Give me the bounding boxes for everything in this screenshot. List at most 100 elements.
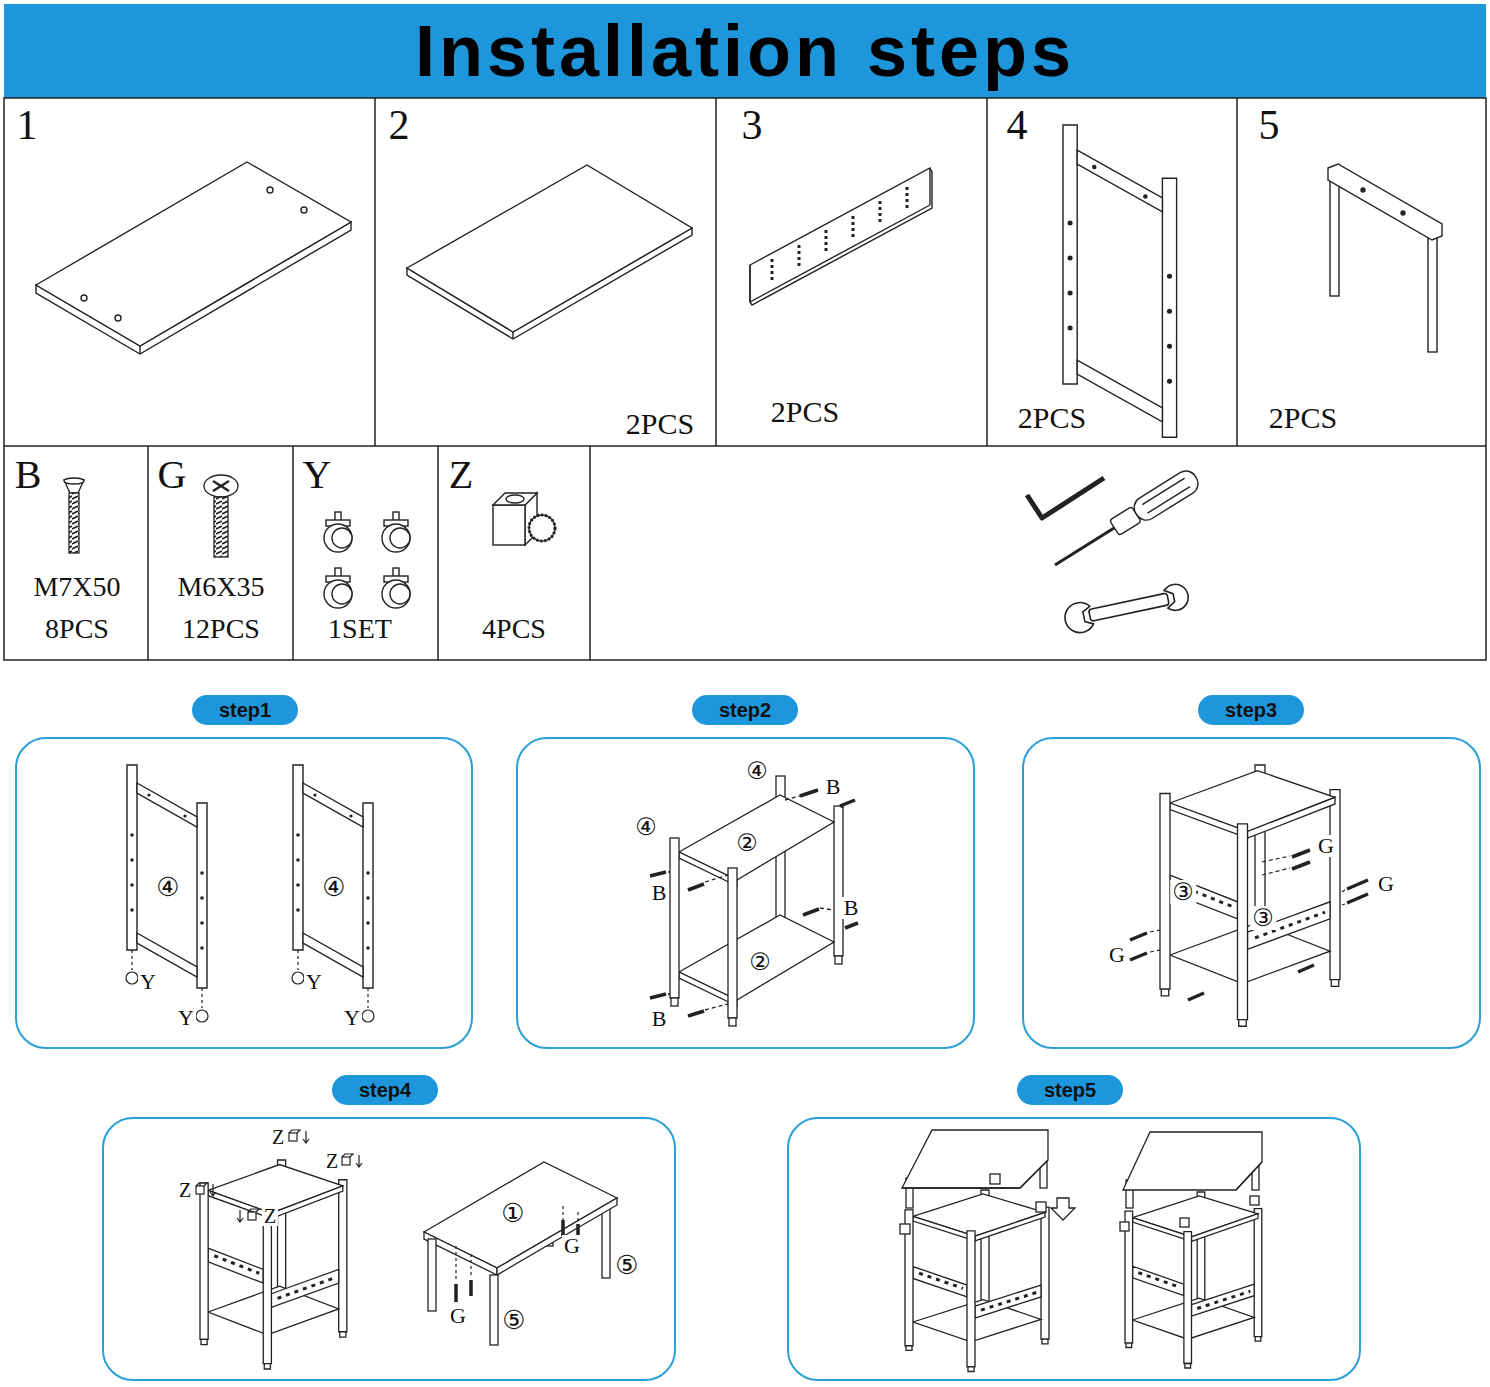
step3-drawing: [1130, 850, 1368, 1000]
step-label: step1: [219, 700, 271, 720]
step5-drawing: [1125, 1192, 1262, 1368]
step2-drawing: [820, 908, 834, 910]
parts-table: [292, 446, 294, 660]
callout-number: ④: [633, 815, 659, 839]
step1-drawing: [127, 765, 207, 988]
step4-drawing: [562, 1206, 563, 1220]
hardware-callout: Y: [342, 1007, 362, 1029]
callout-number: ③: [1250, 906, 1276, 930]
step4-drawing: [237, 1210, 243, 1222]
connector-symbol: [493, 493, 537, 505]
step-label: step3: [1225, 700, 1277, 720]
step1-drawing: [297, 950, 298, 970]
step4-drawing: [428, 1239, 436, 1311]
leg-frame: [1328, 164, 1442, 352]
side-rail: [772, 187, 907, 283]
step4-drawing: [356, 1155, 362, 1167]
step1-drawing: [292, 972, 304, 984]
hardware-callout: G: [1107, 944, 1127, 966]
side-rail: [798, 245, 801, 269]
step4-drawing: [424, 1162, 617, 1345]
caster-symbol: [390, 528, 410, 548]
callout-number: ④: [154, 875, 181, 901]
part-number: 2: [387, 104, 412, 146]
screw-symbol: [213, 481, 229, 491]
step4-drawing: [248, 1212, 256, 1220]
side-rail: [929, 168, 930, 205]
bolt-symbol: [64, 478, 84, 553]
parts-table: [4, 98, 1486, 660]
part-number: 4: [1005, 104, 1030, 146]
quantity: 12PCS: [180, 615, 262, 643]
step4-drawing: [289, 1130, 300, 1133]
step-badge: step3: [1198, 695, 1304, 725]
step4-drawing: [469, 1280, 473, 1296]
step5-drawing: [902, 1187, 1020, 1188]
side-frame: [1063, 125, 1177, 437]
step-badge: step1: [192, 695, 298, 725]
hardware-callout: Z: [270, 1127, 286, 1147]
leg-frame: [1428, 234, 1437, 352]
step-panel: [788, 1118, 1360, 1380]
step2-drawing: [728, 868, 737, 1018]
step4-drawing: [289, 1133, 297, 1141]
callout-number: ②: [734, 831, 760, 855]
hardware-callout: G: [562, 1235, 582, 1257]
parts-table: [986, 98, 988, 446]
leg-frame: [1401, 211, 1405, 215]
connector-symbol: [529, 515, 555, 541]
step3-drawing: [1292, 862, 1310, 869]
step3-drawing: [1130, 765, 1368, 1026]
step5-drawing: [1123, 1132, 1262, 1190]
step2-drawing: [845, 923, 858, 928]
step5-drawing: [902, 1130, 1048, 1188]
step5-drawing: [1020, 1160, 1048, 1188]
step4-drawing: [454, 1284, 458, 1302]
screwdriver: [1142, 478, 1184, 504]
step2-drawing: [668, 993, 670, 994]
step1-drawing: [201, 988, 202, 1008]
step4-drawing: [497, 1198, 617, 1275]
side-rail: [750, 168, 932, 305]
part-number: 3: [740, 104, 765, 146]
step3-drawing: [1130, 953, 1147, 960]
shelf-board: [407, 165, 692, 339]
step3-drawing: [1150, 930, 1160, 932]
step2-drawing: [650, 790, 858, 1016]
hardware-callout: B: [824, 776, 843, 798]
hardware-callout: B: [842, 897, 861, 919]
hardware-callout: Y: [138, 971, 158, 993]
step2-drawing: [785, 796, 800, 800]
step2-drawing: [834, 806, 843, 956]
caster-symbol: [324, 524, 352, 552]
step5-drawing: [1120, 1132, 1262, 1231]
step3-drawing: [1292, 850, 1310, 857]
side-rail: [825, 230, 828, 254]
step-label: step4: [359, 1080, 411, 1100]
side-rail: [852, 216, 855, 240]
step3-drawing: [1188, 993, 1204, 1000]
quantity: 2PCS: [1016, 403, 1088, 433]
step-panel: [517, 738, 974, 1048]
step3-drawing: [1342, 890, 1345, 892]
screwdriver: [1055, 527, 1116, 565]
screw-symbol: [204, 475, 238, 557]
connector-symbol: [493, 505, 525, 545]
step4-drawing: [196, 1183, 207, 1186]
step5-drawing: [900, 1224, 910, 1234]
step5-drawing: [1051, 1198, 1075, 1220]
step5-drawing: [1180, 1218, 1189, 1227]
caster-symbol: [332, 528, 352, 548]
step1-drawing: [131, 950, 132, 970]
top-board: [115, 315, 121, 321]
step3-drawing: [1150, 950, 1160, 952]
callout-number: ①: [499, 1201, 526, 1227]
parts-table: [147, 446, 149, 660]
step4-drawing: [196, 1186, 204, 1194]
bolt-symbol: [69, 493, 79, 553]
step1-drawing: [126, 972, 138, 984]
step3-drawing: [1347, 880, 1368, 889]
step4-drawing: [196, 1130, 617, 1369]
step1-drawing: [126, 950, 374, 1022]
